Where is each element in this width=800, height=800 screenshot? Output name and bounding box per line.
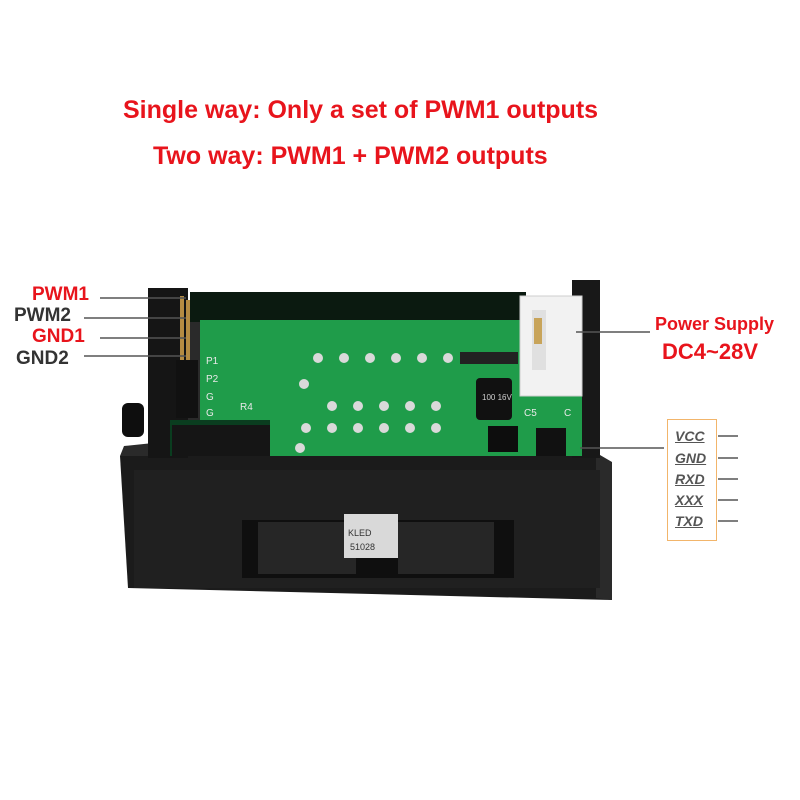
front-label-code: 51028 <box>350 542 375 552</box>
pcb-black-strip <box>172 425 270 456</box>
power-supply-label: Power Supply <box>655 314 775 334</box>
smd-chip <box>460 352 518 364</box>
serial-pin-box <box>667 419 717 541</box>
serial-pin-xxx: XXX <box>675 492 704 508</box>
silk-g2: G <box>206 408 214 419</box>
serial-pin-rxd: RXD <box>675 471 705 487</box>
silk-c5: C5 <box>524 408 537 419</box>
silk-r4: R4 <box>240 402 253 413</box>
label-gnd1: GND1 <box>32 326 85 347</box>
front-tab-left <box>258 522 356 574</box>
capacitor <box>476 378 512 420</box>
pcb-silkscreen: P1 P2 G G R4 C5 C <box>206 356 571 419</box>
display-window <box>190 292 526 322</box>
capacitor-text: 100 16V <box>482 393 512 402</box>
pcb-chip-right <box>488 426 518 452</box>
label-pwm2: PWM2 <box>14 305 71 326</box>
label-pwm1: PWM1 <box>32 284 89 305</box>
silk-c: C <box>564 408 571 419</box>
headline-single-way: Single way: Only a set of PWM1 outputs <box>123 96 599 124</box>
case-side-clip <box>122 403 144 437</box>
serial-pin-txd: TXD <box>675 513 703 529</box>
serial-pin-gnd: GND <box>675 450 707 466</box>
leader-lines <box>84 297 738 522</box>
power-connector <box>519 295 583 397</box>
headline-two-way: Two way: PWM1 + PWM2 outputs <box>153 142 548 170</box>
power-voltage-label: DC4~28V <box>662 339 759 364</box>
silk-g1: G <box>206 392 214 403</box>
serial-pin-vcc: VCC <box>675 428 705 444</box>
silk-p2: P2 <box>206 374 219 385</box>
front-tab-right <box>398 522 494 574</box>
silk-p1: P1 <box>206 356 219 367</box>
serial-header <box>536 428 566 456</box>
label-gnd2: GND2 <box>16 348 69 369</box>
front-label-kled: KLED <box>348 528 372 538</box>
pin-header-housing <box>176 360 198 418</box>
power-connector-pin <box>534 318 542 344</box>
front-label <box>344 514 398 558</box>
solder-pads <box>295 353 453 453</box>
